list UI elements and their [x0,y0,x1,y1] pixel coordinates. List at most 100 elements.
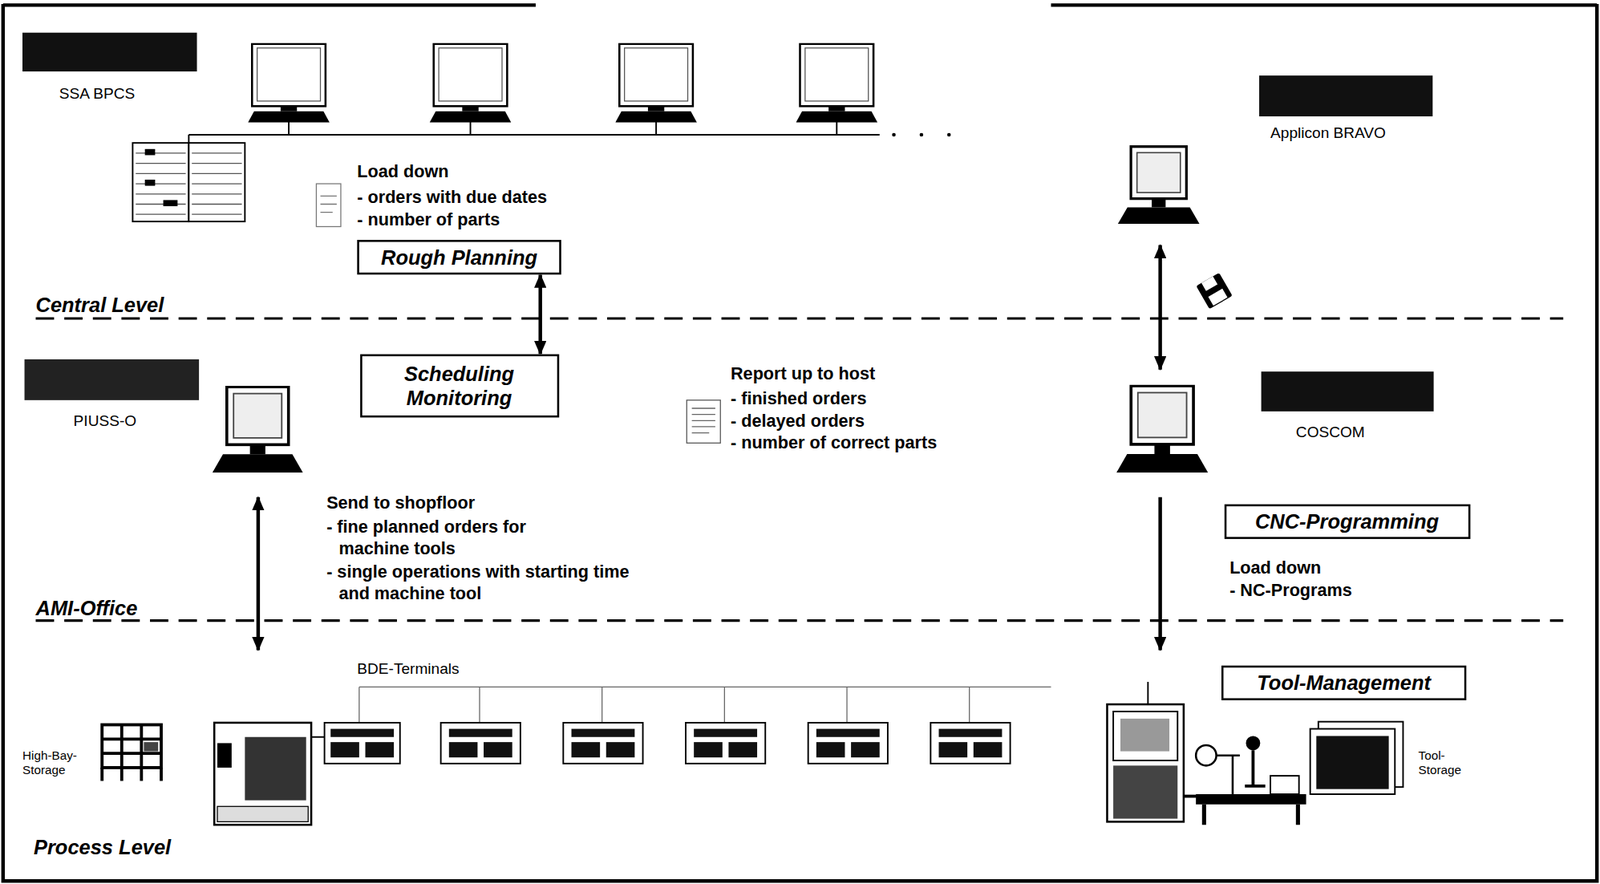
machine-housing [214,722,312,825]
tool-storage [1195,721,1403,826]
logo-block [1261,371,1434,412]
network-line [835,120,838,135]
terminal-icon [685,722,766,764]
server-cabinet [188,142,245,222]
flow-arrow [1158,244,1162,369]
terminal-keys [571,741,600,758]
network-line [287,120,290,135]
info-item: - single operations with starting time a… [326,561,645,604]
storage-name: High-Bay- Storage [22,748,86,778]
tool-holder [1195,745,1216,766]
terminal-keys [483,741,513,758]
tool-arm [1216,755,1240,794]
process-box: Scheduling Monitoring [359,354,559,418]
info-item: - number of parts [356,209,500,231]
ellipsis-dot [919,133,924,138]
server-icon [132,142,245,222]
terminal-keys [728,741,758,758]
box-title: CNC-Programming [1255,509,1439,535]
tool-cabinet-front [1316,735,1389,789]
info-item: - number of correct parts [730,431,937,454]
terminal-bus [359,686,970,723]
document-sheet [315,183,341,227]
terminal-keys [364,741,394,758]
tool-cabinet [1310,729,1396,794]
ellipsis-dot [947,133,952,138]
level-name: Central Level [36,295,165,317]
terminal-display [693,729,758,738]
terminal-case [685,722,766,764]
terminal-case [563,722,643,764]
process-box: Rough Planning [356,239,561,275]
machine-work-area [244,737,306,801]
storage-name: Tool- Storage [1418,748,1475,778]
server-led [145,149,156,156]
flow-arrow [538,274,542,354]
tool-table-legs [1203,804,1298,825]
level-name: AMI-Office [36,598,138,620]
server-cabinet [132,142,189,222]
info-item: - NC-Programs [1229,579,1353,602]
terminal-case [930,722,1010,764]
workstation-icon [247,44,330,123]
level-divider [36,619,1564,622]
floppy-body [1195,272,1232,309]
document-sheet [686,400,721,443]
network-line [187,134,190,143]
logo-block [24,359,200,401]
server-slots [135,153,242,215]
terminal-icon [930,722,1010,764]
terminal-case [324,722,401,764]
terminal-icon [324,722,401,764]
machine-tool [214,722,325,825]
rack-grid [101,724,162,781]
workstation-icon [429,44,512,123]
logo-block [22,32,198,72]
workstation-icon [615,44,697,123]
terminal-icon [441,722,521,764]
box-title: Rough Planning [380,244,538,270]
machine-body [1113,765,1178,819]
process-box: CNC-Programming [1223,504,1471,539]
terminal-keys [850,741,880,758]
flow-arrow [256,497,260,651]
machine-screen [1120,718,1170,752]
network-line [655,120,657,135]
machine-housing [1106,704,1183,822]
info-item: - orders with due dates [356,186,547,209]
level-divider [36,316,1564,320]
box-title: Scheduling Monitoring [369,360,549,410]
rack-frame [101,724,162,767]
terminal-display [939,729,1003,738]
machine-door [217,742,232,768]
terminal-bus [359,686,1052,688]
logo-block [1259,75,1433,117]
info-heading: Load down [356,161,449,183]
computer-icon [212,386,304,473]
network-line [469,120,472,135]
terminal-case [441,722,521,764]
tool-post [1244,749,1265,786]
info-heading: Load down [1229,557,1321,580]
tool-table [1195,793,1306,805]
flow-arrow [1158,497,1162,651]
server-led [145,179,156,187]
terminal-keys [606,741,636,758]
machining-center [1106,681,1199,822]
system-name: COSCOM [1296,422,1366,442]
box-title: Tool-Management [1256,670,1431,696]
terminal-icon [563,722,643,764]
info-item: - delayed orders [730,410,865,433]
machine-control [1113,711,1178,761]
document-lines [320,195,337,212]
machine-link [311,736,325,738]
terminal-keys [939,741,969,758]
computer-icon [1116,385,1208,473]
system-name: Applicon BRAVO [1270,123,1386,142]
terminal-case [808,722,888,764]
document-icon [315,183,341,227]
info-item: - fine planned orders for machine tools [326,516,548,559]
system-name: PIUSS-O [73,411,137,430]
terminal-display [449,729,513,738]
floppy-label [1208,288,1228,306]
